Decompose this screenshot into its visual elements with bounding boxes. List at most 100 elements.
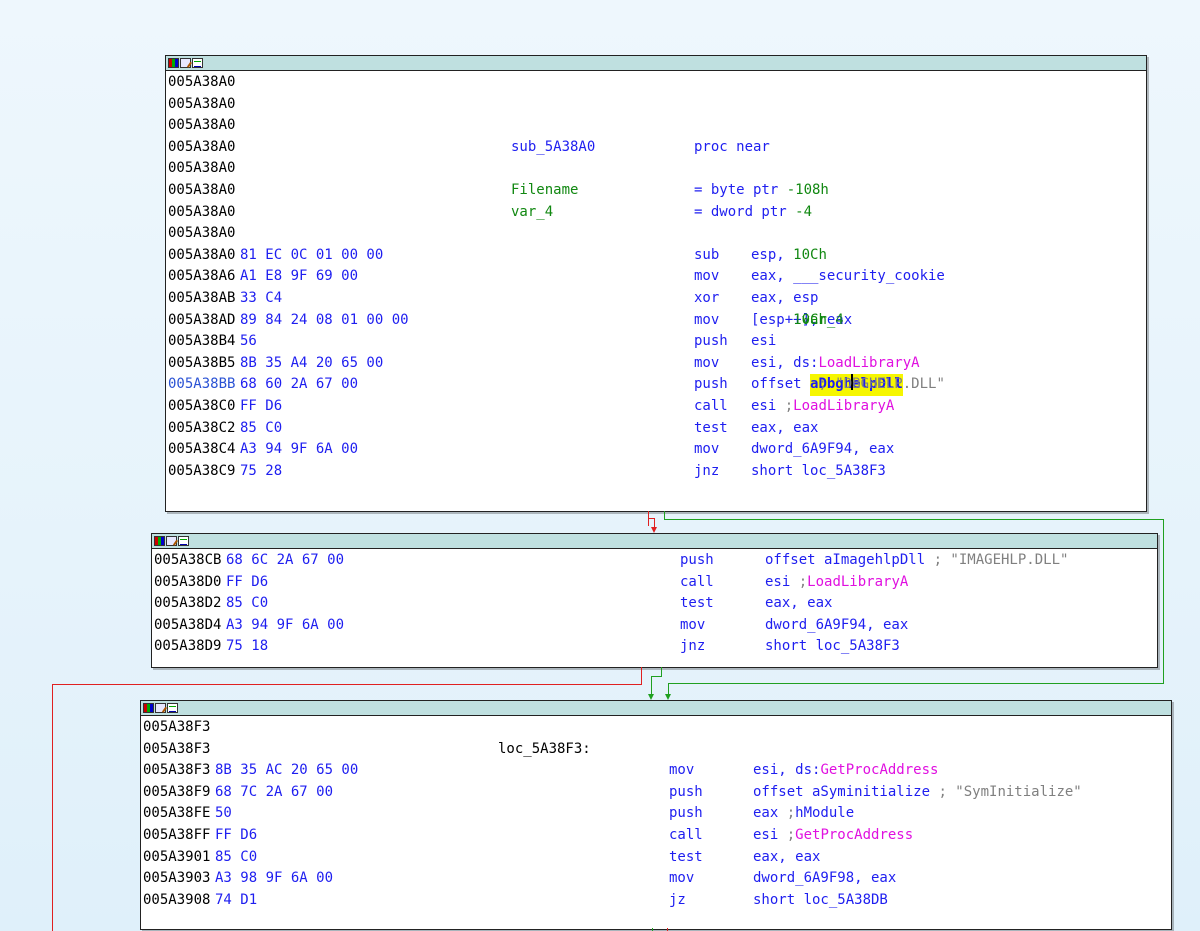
rename-node-icon[interactable]: [166, 536, 177, 546]
mnemonic[interactable]: push: [694, 333, 728, 350]
mnemonic[interactable]: jnz: [694, 462, 720, 479]
mnemonic[interactable]: mov: [680, 616, 706, 633]
opcode-bytes[interactable]: 50: [215, 805, 232, 822]
block-title-bar[interactable]: [152, 534, 1157, 549]
address[interactable]: 005A3903: [143, 870, 211, 887]
declaration[interactable]: = dword ptr -4: [694, 203, 813, 220]
operand[interactable]: offset aSyminitialize ; "SymInitialize": [753, 783, 1082, 800]
opcode-bytes[interactable]: 8B 35 A4 20 65 00: [240, 354, 384, 371]
operand[interactable]: dword_6A9F94, eax: [765, 616, 909, 633]
block-title-bar[interactable]: [141, 701, 1171, 716]
address[interactable]: 005A38A0: [168, 117, 236, 134]
opcode-bytes[interactable]: A1 E8 9F 69 00: [240, 268, 359, 285]
opcode-bytes[interactable]: 75 28: [240, 462, 283, 479]
disasm-line[interactable]: 005A38A0: [168, 223, 1144, 245]
opcode-bytes[interactable]: 85 C0: [226, 595, 269, 612]
operand[interactable]: [esp+10Ch+var_4], eax: [751, 311, 853, 328]
address[interactable]: 005A38C0: [168, 397, 236, 414]
address[interactable]: 005A38CB: [154, 552, 222, 568]
address[interactable]: 005A38C2: [168, 419, 236, 436]
address[interactable]: 005A38F3: [143, 762, 211, 779]
address[interactable]: 005A38D9: [154, 638, 222, 655]
mnemonic[interactable]: call: [669, 826, 703, 843]
mnemonic[interactable]: push: [694, 376, 728, 393]
mnemonic[interactable]: jnz: [680, 638, 706, 655]
operand[interactable]: esp, 10Ch: [751, 246, 827, 263]
operand[interactable]: eax ; hModule: [753, 805, 855, 822]
opcode-bytes[interactable]: 68 6C 2A 67 00: [226, 552, 345, 568]
address[interactable]: 005A38A0: [168, 203, 236, 220]
mnemonic[interactable]: jz: [669, 891, 686, 908]
disasm-line[interactable]: 005A38A0: [168, 72, 1144, 94]
operand[interactable]: esi ; LoadLibraryA: [751, 397, 895, 414]
opcode-bytes[interactable]: 74 D1: [215, 891, 258, 908]
declaration[interactable]: = byte ptr -108h: [694, 181, 829, 198]
declaration[interactable]: proc near: [694, 138, 770, 155]
opcode-bytes[interactable]: A3 94 9F 6A 00: [226, 616, 345, 633]
address[interactable]: 005A38A0: [168, 225, 236, 242]
opcode-bytes[interactable]: 56: [240, 333, 257, 350]
mnemonic[interactable]: xor: [694, 289, 720, 306]
node-color-icon[interactable]: [168, 58, 179, 68]
address[interactable]: 005A38F3: [143, 740, 211, 757]
address[interactable]: 005A38A6: [168, 268, 236, 285]
address[interactable]: 005A3908: [143, 891, 211, 908]
code-label[interactable]: loc_5A38F3:: [498, 740, 591, 757]
disasm-line[interactable]: 005A38A0: [168, 158, 1144, 180]
address[interactable]: 005A38AB: [168, 289, 236, 306]
address[interactable]: 005A38A0: [168, 160, 236, 177]
operand[interactable]: dword_6A9F98, eax: [753, 870, 897, 887]
opcode-bytes[interactable]: 89 84 24 08 01 00 00: [240, 311, 409, 328]
mnemonic[interactable]: push: [680, 552, 714, 568]
operand[interactable]: short loc_5A38F3: [751, 462, 886, 479]
address[interactable]: 005A38BB: [168, 376, 236, 393]
opcode-bytes[interactable]: 85 C0: [215, 848, 258, 865]
mnemonic[interactable]: mov: [694, 311, 720, 328]
opcode-bytes[interactable]: 33 C4: [240, 289, 283, 306]
opcode-bytes[interactable]: FF D6: [240, 397, 283, 414]
address[interactable]: 005A38F9: [143, 783, 211, 800]
node-color-icon[interactable]: [143, 703, 154, 713]
address[interactable]: 005A38B5: [168, 354, 236, 371]
address[interactable]: 005A38A0: [168, 246, 236, 263]
mnemonic[interactable]: call: [694, 397, 728, 414]
address[interactable]: 005A38A0: [168, 138, 236, 155]
address[interactable]: 005A38D2: [154, 595, 222, 612]
address[interactable]: 005A38A0: [168, 74, 236, 90]
opcode-bytes[interactable]: 75 18: [226, 638, 269, 655]
address[interactable]: 005A38FE: [143, 805, 211, 822]
operand[interactable]: eax, eax: [751, 419, 819, 436]
opcode-bytes[interactable]: FF D6: [215, 826, 258, 843]
mnemonic[interactable]: push: [669, 783, 703, 800]
address[interactable]: 005A38AD: [168, 311, 236, 328]
address[interactable]: 005A38B4: [168, 333, 236, 350]
opcode-bytes[interactable]: 85 C0: [240, 419, 283, 436]
operand[interactable]: esi, ds:LoadLibraryA: [751, 354, 920, 371]
opcode-bytes[interactable]: A3 98 9F 6A 00: [215, 870, 334, 887]
operand[interactable]: eax, eax: [765, 595, 833, 612]
address[interactable]: 005A38A0: [168, 95, 236, 112]
operand[interactable]: eax, esp: [751, 289, 819, 306]
disasm-line[interactable]: 005A38F3 loc_5A38F3:: [143, 739, 1169, 761]
mnemonic[interactable]: test: [694, 419, 728, 436]
